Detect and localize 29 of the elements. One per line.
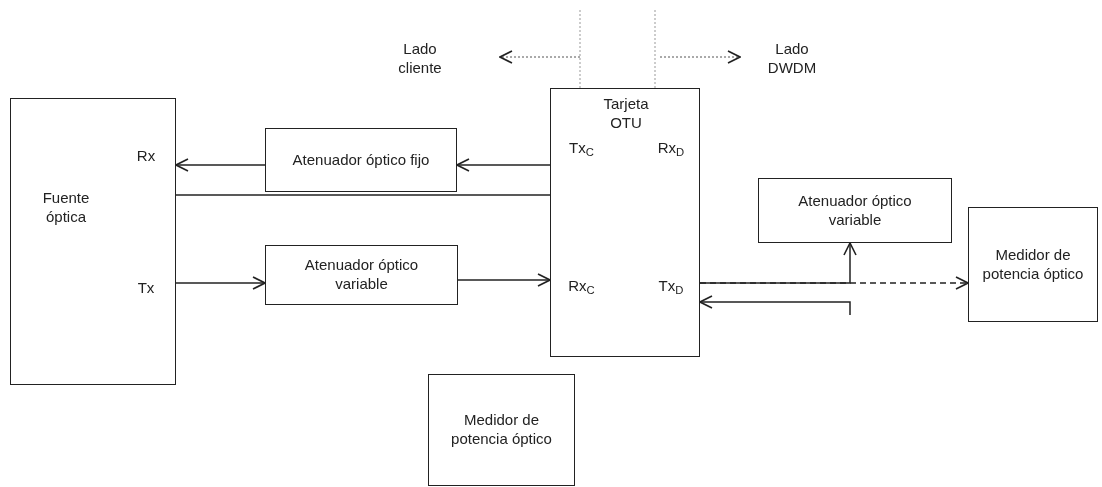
dashed-arrow xyxy=(699,276,969,290)
box-title: Tarjeta OTU xyxy=(602,95,650,133)
box-title: Medidor de potencia óptico xyxy=(981,245,1085,284)
box-title: Atenuador óptico fijo xyxy=(291,150,431,170)
arrow xyxy=(457,273,551,287)
arrow xyxy=(456,158,551,172)
component-box xyxy=(428,374,575,486)
port-label: Rx$_{C}$ xyxy=(567,277,596,296)
device-box xyxy=(10,98,176,385)
device-box xyxy=(550,88,700,357)
port-label: Rx xyxy=(135,147,157,166)
component-box xyxy=(758,178,952,243)
port-label: Tx$_{D}$ xyxy=(657,277,685,296)
port-label: Tx xyxy=(136,279,156,298)
box-title: Atenuador óptico variable xyxy=(797,191,913,230)
arrow xyxy=(175,158,266,172)
connector-line xyxy=(175,194,551,196)
arrow xyxy=(175,276,266,290)
side-label: Lado DWDM xyxy=(766,40,818,78)
component-box xyxy=(265,245,458,305)
arrow xyxy=(699,295,851,316)
component-box xyxy=(265,128,457,192)
box-title: Medidor de potencia óptico xyxy=(450,411,553,449)
component-box xyxy=(968,207,1098,322)
side-label: Lado cliente xyxy=(397,40,443,78)
port-label: Tx$_{C}$ xyxy=(568,139,595,158)
box-title: Fuente óptica xyxy=(41,189,91,227)
port-label: Rx$_{D}$ xyxy=(656,139,686,158)
box-title: Atenuador óptico variable xyxy=(303,256,420,294)
